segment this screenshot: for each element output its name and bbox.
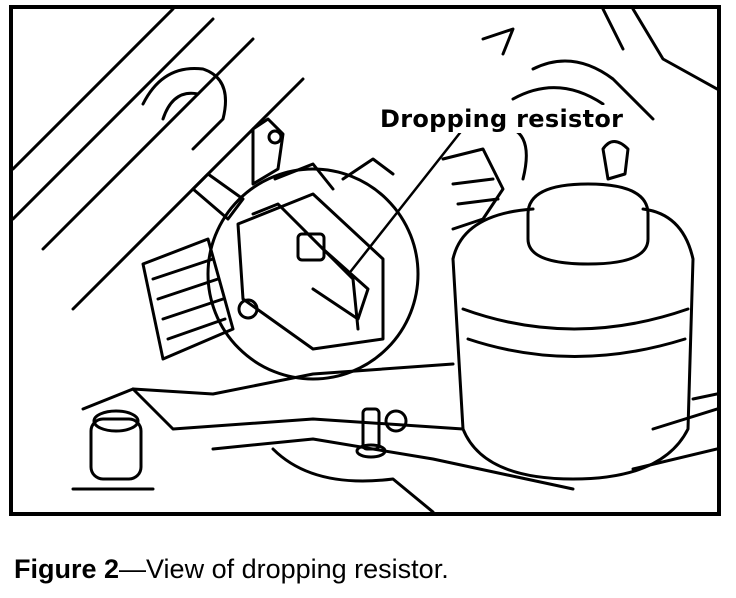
figure-illustration-frame: Dropping resistor	[9, 5, 721, 516]
engine-bay-line-drawing	[13, 9, 717, 512]
caption-dash: —	[119, 554, 147, 584]
figure-caption: Figure 2—View of dropping resistor.	[14, 554, 449, 585]
caption-text: View of dropping resistor.	[146, 554, 449, 584]
dropping-resistor-callout: Dropping resistor	[377, 105, 627, 133]
figure-number: Figure 2	[14, 554, 120, 584]
